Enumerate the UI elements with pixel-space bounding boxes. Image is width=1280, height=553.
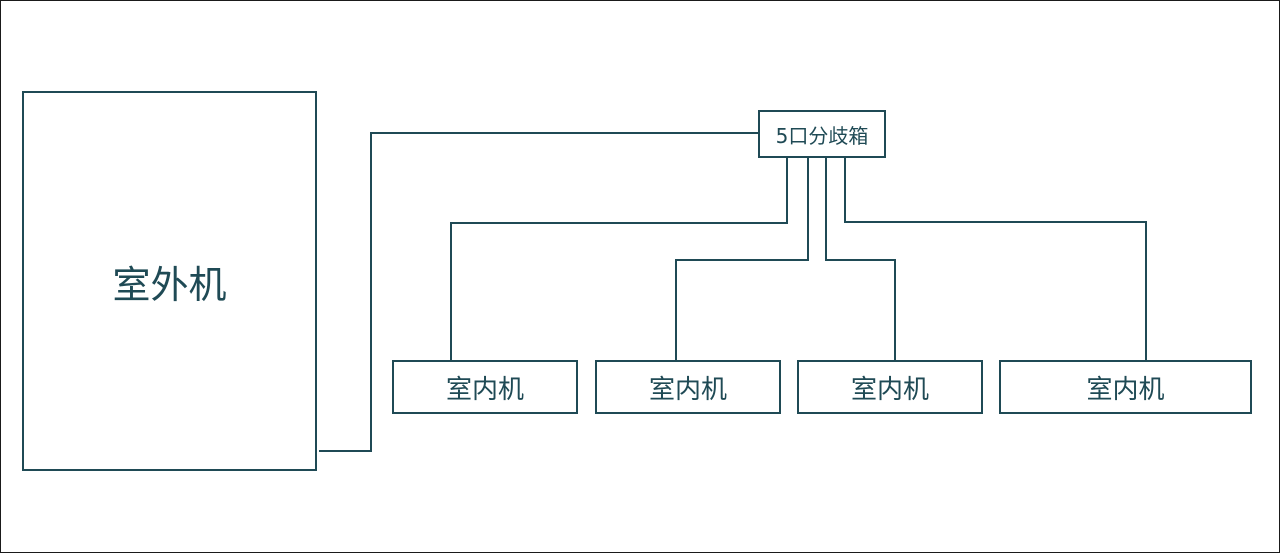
line-splitter-to-indoor-2 <box>675 158 809 360</box>
indoor-unit-box-1: 室内机 <box>392 360 578 414</box>
splitter-box: 5口分歧箱 <box>758 110 886 158</box>
line-outdoor-to-splitter <box>319 132 758 452</box>
outdoor-unit-box: 室外机 <box>22 91 317 471</box>
line-splitter-to-indoor-4 <box>844 158 1147 360</box>
line-splitter-to-indoor-3 <box>825 158 896 360</box>
indoor-unit-box-2: 室内机 <box>595 360 781 414</box>
indoor-unit-box-4: 室内机 <box>999 360 1252 414</box>
indoor-unit-box-3: 室内机 <box>797 360 983 414</box>
line-splitter-to-indoor-1 <box>450 158 788 360</box>
